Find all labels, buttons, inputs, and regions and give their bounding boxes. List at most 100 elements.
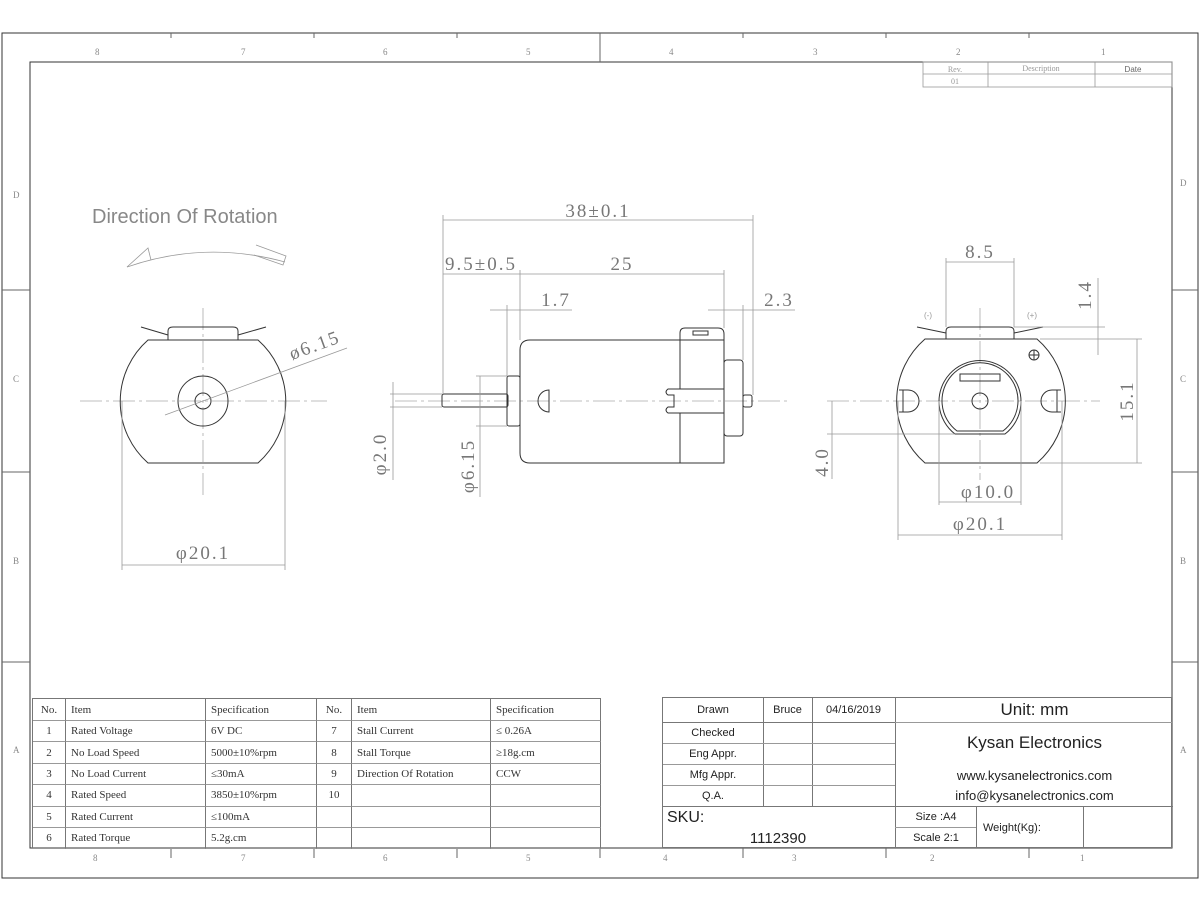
zone-label: 2	[956, 47, 961, 57]
pos-label: (+)	[1027, 311, 1037, 320]
dim-shaft-dia-label: φ2.0	[370, 433, 391, 476]
size-label: Size :A4	[915, 811, 957, 823]
revision-block: Rev. Description Date 01	[922, 61, 1173, 88]
title-block: Drawn Bruce 04/16/2019 Checked Eng Appr.…	[662, 697, 1173, 848]
company-website: www.kysanelectronics.com	[956, 767, 1113, 783]
end-view: (-) (+) 8.5 1.4 15.1 4.0 φ10.0 φ20.1	[812, 242, 1142, 540]
rear-shaft-end	[971, 392, 989, 410]
company-name: Kysan Electronics	[966, 733, 1103, 752]
spec-cell-no	[317, 828, 352, 850]
date-header: Date	[1125, 65, 1142, 74]
zone-label: 5	[526, 47, 531, 57]
sku-label: SKU:	[667, 809, 705, 826]
terminal-pos	[1013, 326, 1044, 334]
spec-cell-specification	[491, 828, 601, 850]
rotation-arrowhead-left	[126, 247, 152, 268]
spec-cell-no: 6	[33, 828, 66, 850]
rear-bearing-outline	[938, 360, 1022, 435]
spec-cell-specification: ≤100mA	[206, 806, 317, 828]
vent-hole	[537, 389, 550, 413]
neg-label: (-)	[924, 311, 932, 320]
spec-cell-specification: 5000±10%rpm	[206, 742, 317, 764]
rear-shaft	[742, 394, 753, 408]
zone-label: 7	[241, 47, 246, 57]
header-specification: Specification	[206, 699, 317, 721]
sku-value: 1112390	[749, 829, 807, 847]
rotation-title: Direction Of Rotation	[92, 206, 278, 228]
spec-cell-no: 8	[317, 742, 352, 764]
dim-hole-leader	[164, 347, 348, 416]
spec-cell-item: No Load Speed	[66, 742, 206, 764]
dim-rear-label: 2.3	[764, 290, 794, 311]
zone-label: 6	[383, 853, 388, 863]
spec-cell-specification: 6V DC	[206, 721, 317, 743]
spec-cell-specification: 3850±10%rpm	[206, 785, 317, 807]
weight-label: Weight(Kg):	[983, 821, 1041, 834]
spec-cell-item: Stall Current	[352, 721, 491, 743]
spec-cell-item: Rated Voltage	[66, 721, 206, 743]
spec-cell-no: 5	[33, 806, 66, 828]
motor-front-outline	[119, 339, 287, 464]
zone-label: 7	[241, 853, 246, 863]
dim-flange-label: 1.7	[541, 290, 571, 311]
terminal-neg	[916, 326, 947, 334]
rev-header: Rev.	[948, 65, 962, 74]
bearing-boss	[177, 375, 229, 427]
zone-labels-top: 8 7 6 5 4 3 2 1	[95, 47, 1106, 57]
zone-label: C	[1180, 374, 1186, 384]
motor-rear-outline	[896, 338, 1066, 464]
end-cap-slot	[692, 330, 709, 336]
spec-cell-item	[352, 806, 491, 828]
dim-height-label: 15.1	[1117, 380, 1138, 421]
spec-cell-no: 7	[317, 721, 352, 743]
eng-appr-label: Eng Appr.	[689, 748, 737, 760]
header-specification: Specification	[491, 699, 601, 721]
spec-cell-no: 9	[317, 763, 352, 786]
zone-label: 2	[930, 853, 935, 863]
zone-label: 5	[526, 853, 531, 863]
qa-label: Q.A.	[701, 790, 724, 802]
spec-cell-item: Direction Of Rotation	[352, 763, 491, 786]
brush-notch	[665, 388, 724, 414]
header-no: No.	[33, 699, 66, 721]
spec-cell-no	[317, 806, 352, 828]
zone-label: 8	[93, 853, 98, 863]
zone-label: 8	[95, 47, 100, 57]
zone-label: 1	[1101, 47, 1106, 57]
header-item: Item	[352, 699, 491, 721]
zone-dividers	[2, 33, 1198, 858]
spec-cell-item: Rated Speed	[66, 785, 206, 807]
dim-body-label: 25	[611, 254, 634, 275]
unit-label: Unit: mm	[1000, 700, 1069, 719]
dim-flange-dia-label: φ6.15	[458, 439, 479, 493]
spec-cell-item: Rated Current	[66, 806, 206, 828]
zone-label: D	[13, 190, 20, 200]
zone-label: 3	[792, 853, 797, 863]
dim-inner-label: φ10.0	[961, 482, 1015, 503]
rotation-view: Direction Of Rotation ø6.15 φ20.1	[80, 206, 348, 570]
dim-hole-label: ø6.15	[287, 327, 344, 365]
description-header: Description	[1022, 64, 1059, 73]
spec-cell-no: 3	[33, 763, 66, 786]
spec-cell-no: 2	[33, 742, 66, 764]
side-view: 38±0.1 9.5±0.5 25 1.7 2.3 φ2.0 φ6.15	[370, 201, 795, 497]
spec-cell-specification: 5.2g.cm	[206, 828, 317, 850]
rotation-arrow-arc	[126, 251, 286, 268]
zone-label: A	[1180, 745, 1187, 755]
zone-label: 1	[1080, 853, 1085, 863]
dim-shaft-label: 9.5±0.5	[445, 254, 517, 275]
zone-label: 3	[813, 47, 818, 57]
rotation-arrowhead-right	[253, 244, 287, 266]
shaft-end	[194, 392, 212, 410]
terminal-pos	[237, 326, 267, 336]
end-cap	[679, 327, 725, 463]
inner-frame	[29, 61, 1173, 849]
dim-outer-label: φ20.1	[953, 514, 1007, 535]
drawn-label: Drawn	[697, 704, 729, 716]
spec-cell-specification: ≤ 0.26A	[491, 721, 601, 743]
drawn-by: Bruce	[773, 704, 802, 716]
rear-bearing-housing	[723, 359, 744, 437]
spec-cell-item	[352, 828, 491, 850]
mfg-appr-label: Mfg Appr.	[689, 769, 737, 781]
